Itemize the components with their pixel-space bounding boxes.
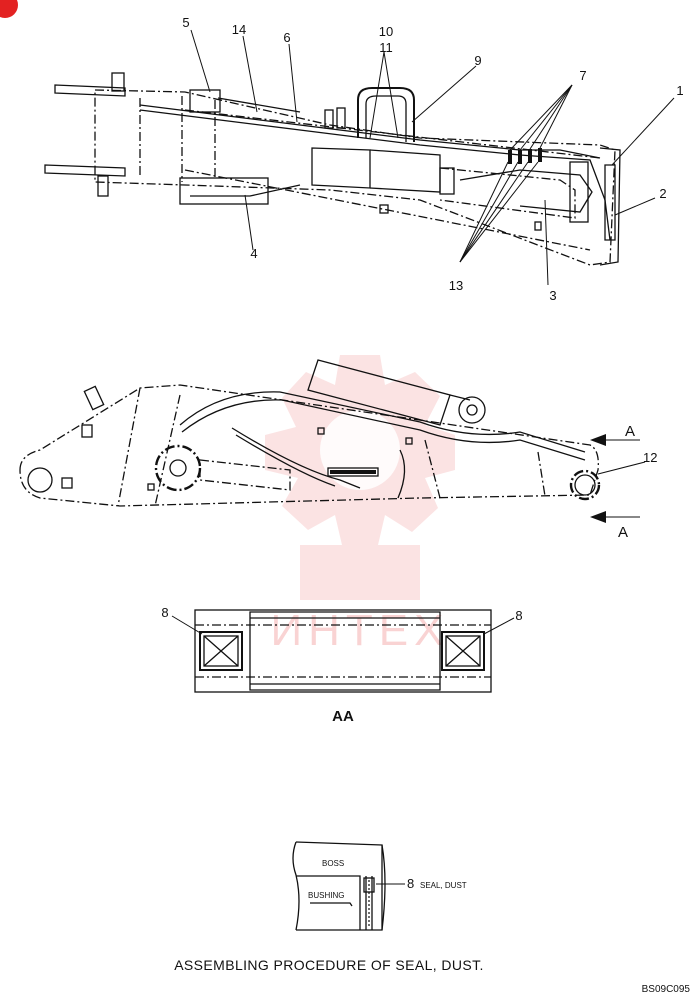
callout-6: 6 [283,30,290,45]
callout-8-left: 8 [161,605,168,620]
callout-7: 7 [579,68,586,83]
section-aa [171,609,515,693]
section-arrows [590,434,646,523]
detail-seal-label: SEAL, DUST [420,881,467,890]
callout-14: 14 [232,22,246,37]
watermark-gear [265,355,455,600]
callout-10: 10 [379,24,393,39]
caption: ASSEMBLING PROCEDURE OF SEAL, DUST. [174,957,484,973]
callout-2: 2 [659,186,666,201]
callout-12: 12 [643,450,657,465]
watermark-text: ИНТЕХ [271,606,450,655]
callout-5: 5 [182,15,189,30]
seal-detail [292,841,405,931]
detail-boss-label: BOSS [322,859,344,868]
callout-11: 11 [379,40,393,55]
corner-badge [0,0,18,18]
boom-top-view [44,72,621,266]
section-arrow-upper: A [625,423,635,440]
boom-side-view [19,359,601,507]
callout-13: 13 [449,278,463,293]
leaders-top [190,29,675,286]
callout-8-detail: 8 [407,876,414,891]
callout-1: 1 [676,83,683,98]
callout-9: 9 [474,53,481,68]
section-view-label: AA [332,708,354,725]
callout-8-right: 8 [515,608,522,623]
drawing-code: BS09C095 [642,984,691,995]
section-arrow-lower: A [618,524,628,541]
callout-4: 4 [250,246,257,261]
callout-3: 3 [549,288,556,303]
detail-bushing-label: BUSHING [308,891,344,900]
